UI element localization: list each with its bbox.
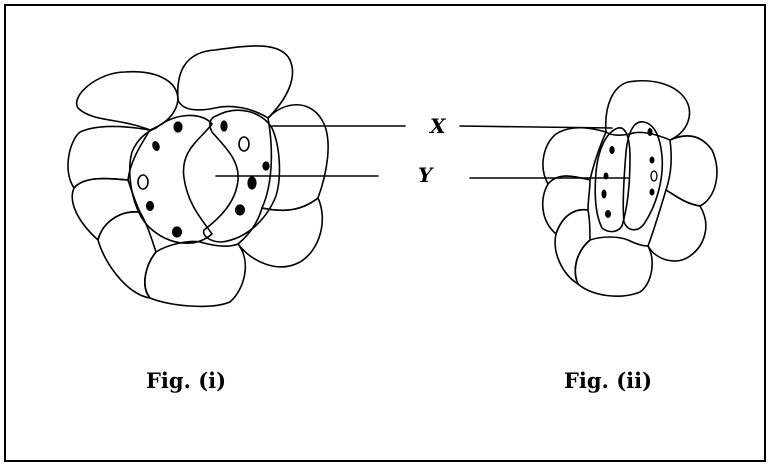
- chloroplasts-fig1: [145, 120, 270, 238]
- epidermal-cells-fig2: [541, 80, 718, 297]
- caption-fig-i: Fig. (i): [146, 368, 227, 393]
- label-x: X: [430, 114, 446, 138]
- caption-fig-ii: Fig. (ii): [564, 368, 653, 393]
- chloroplasts-fig2-hollow: [650, 170, 658, 182]
- chloroplasts-fig1-hollow: [137, 136, 250, 190]
- guard-cells-fig1: [129, 109, 281, 244]
- label-y: Y: [418, 163, 433, 187]
- chloroplasts-fig2: [601, 128, 655, 218]
- leader-lines: [215, 125, 629, 179]
- guard-cells-fig2: [594, 121, 664, 233]
